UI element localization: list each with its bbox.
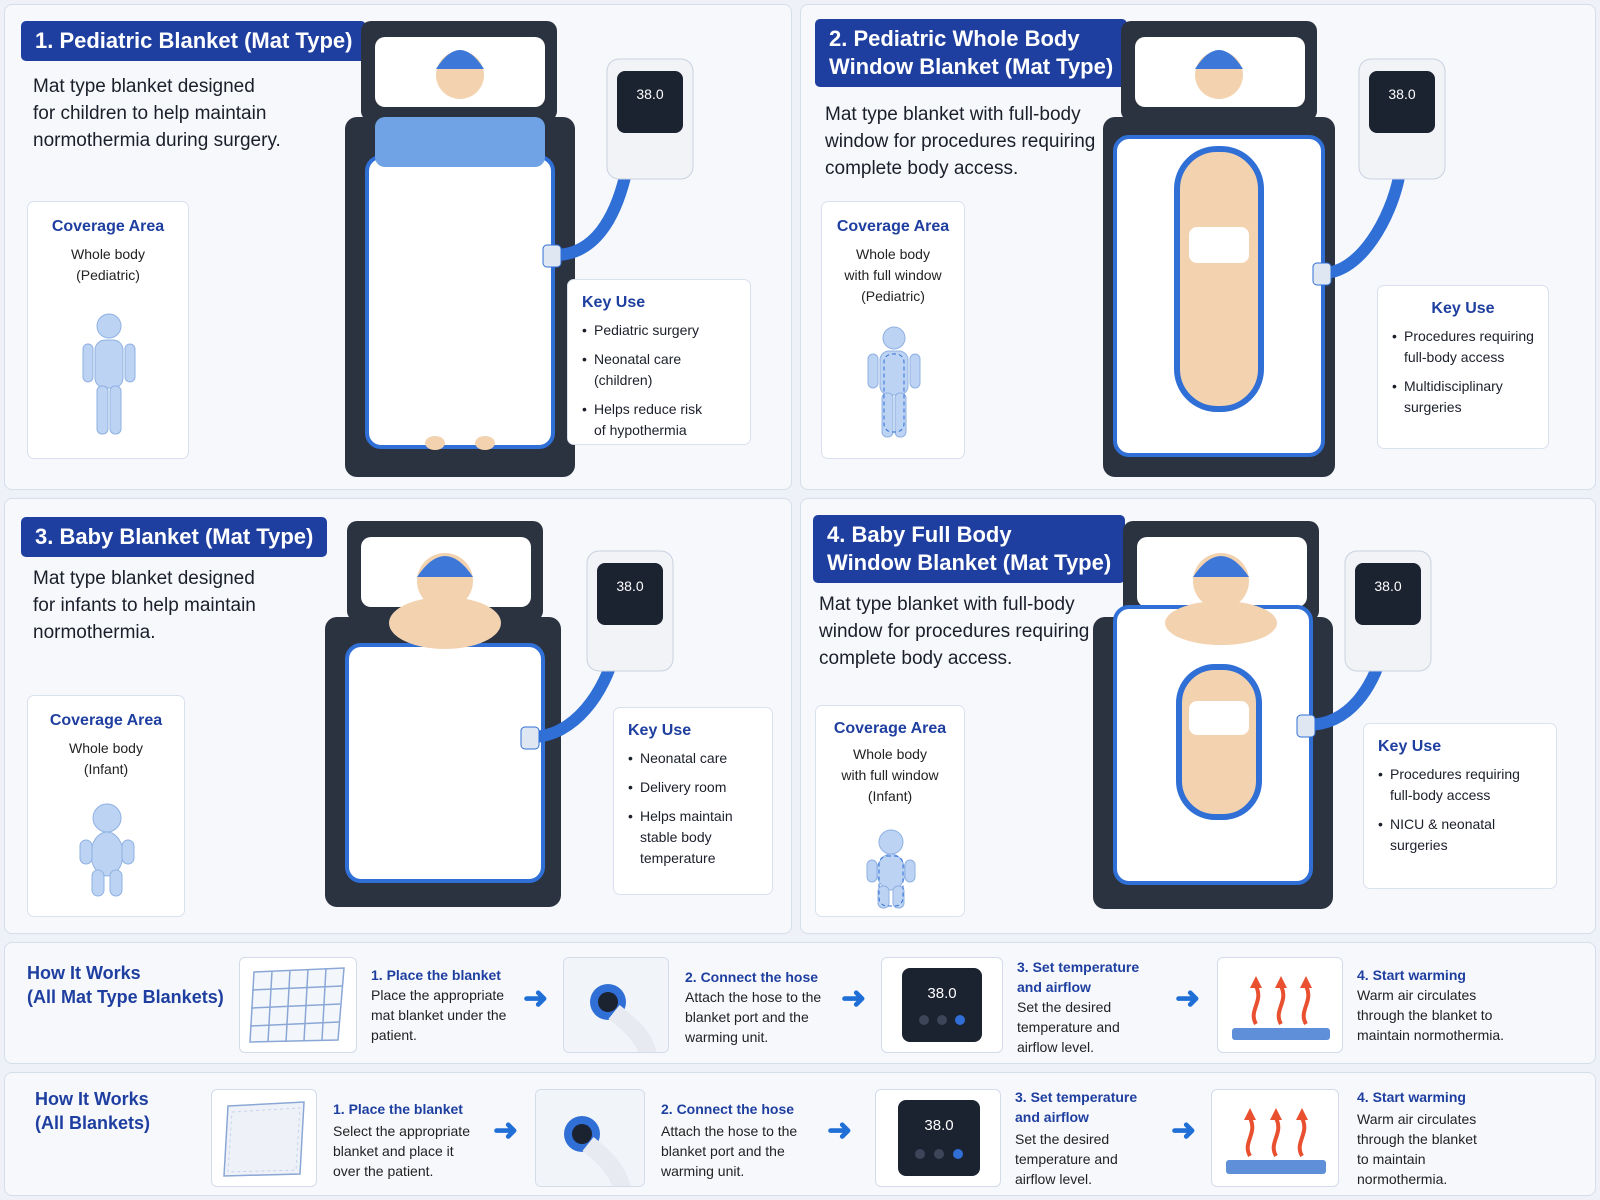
step-heading: 4. Start warming <box>1357 967 1466 983</box>
control-panel-icon: 38.0 <box>898 1100 980 1176</box>
key-use-item: Neonatal care (children) <box>582 349 736 391</box>
key-use-item: Procedures requiring full-body access <box>1378 764 1542 806</box>
arrow-right-icon: ➜ <box>523 982 549 1015</box>
key-use-item: Helps reduce risk of hypothermia <box>582 399 736 441</box>
control-temp-readout: 38.0 <box>927 985 956 1002</box>
step-heading: 2. Connect the hose <box>661 1101 795 1117</box>
step-heading: 1. Place the blanket <box>371 967 501 983</box>
warm-air-icon <box>1226 1108 1326 1174</box>
coverage-text: Whole body with full window (Pediatric) <box>844 246 942 304</box>
coverage-card: Coverage Area Whole body (Pediatric) <box>27 201 189 459</box>
arrow-right-icon: ➜ <box>493 1114 519 1147</box>
control-temp-readout: 38.0 <box>924 1117 953 1134</box>
key-use-title: Key Use <box>582 294 646 311</box>
panel-baby-window-blanket: 4. Baby Full Body Window Blanket (Mat Ty… <box>800 498 1596 934</box>
infant-window-silhouette-icon <box>866 829 916 909</box>
coverage-text: Whole body (Infant) <box>69 740 143 777</box>
step-text: Attach the hose to the blanket port and … <box>685 989 822 1045</box>
infant-mat-illustration: 38.0 <box>325 521 674 907</box>
step-heading: 2. Connect the hose <box>685 969 819 985</box>
step-thumb <box>211 1089 317 1187</box>
step-thumb: 38.0 <box>875 1089 1001 1187</box>
key-use-title: Key Use <box>1378 738 1442 755</box>
coverage-title: Coverage Area <box>836 218 950 235</box>
key-use-card: Key Use Procedures requiring full-body a… <box>1363 723 1557 889</box>
coverage-title: Coverage Area <box>51 218 165 235</box>
infant-window-mat-illustration: 38.0 <box>1093 521 1432 909</box>
key-use-title: Key Use <box>1431 300 1495 317</box>
step-thumb <box>1211 1089 1339 1187</box>
step-text: Warm air circulates through the blanket … <box>1357 1111 1477 1187</box>
coverage-card: Coverage Area Whole body (Infant) <box>27 695 185 917</box>
panel-pediatric-window-blanket: 2. Pediatric Whole Body Window Blanket (… <box>800 4 1596 490</box>
step-text: Attach the hose to the blanket port and … <box>661 1123 798 1179</box>
step-thumb: 38.0 <box>881 957 1003 1053</box>
panel-title: 1. Pediatric Blanket (Mat Type) <box>21 21 367 61</box>
coverage-title: Coverage Area <box>49 712 163 729</box>
step-heading: 4. Start warming <box>1357 1089 1466 1105</box>
child-silhouette-icon <box>82 313 136 435</box>
arrow-right-icon: ➜ <box>827 1114 853 1147</box>
blanket-icon <box>223 1101 305 1177</box>
coverage-text: Whole body with full window (Infant) <box>841 746 939 804</box>
step-text: Place the appropriate mat blanket under … <box>371 987 507 1043</box>
step-thumb <box>1217 957 1343 1053</box>
step-thumb <box>563 957 669 1053</box>
panel-description: Mat type blanket designed for children t… <box>33 76 281 151</box>
coverage-text: Whole body (Pediatric) <box>71 246 145 283</box>
step-text: Warm air circulates through the blanket … <box>1357 987 1505 1043</box>
step-text: Set the desired temperature and airflow … <box>1017 999 1120 1055</box>
infant-silhouette-icon <box>79 803 135 897</box>
step-heading: 3. Set temperature and airflow <box>1017 959 1140 995</box>
key-use-card: Key Use Pediatric surgery Neonatal care … <box>567 279 751 445</box>
key-use-item: Delivery room <box>628 777 758 798</box>
key-use-item: Helps maintain stable body temperature <box>628 806 758 869</box>
coverage-card: Coverage Area Whole body with full windo… <box>815 705 965 917</box>
key-use-item: Multidisciplinary surgeries <box>1392 376 1534 418</box>
patient-mat-illustration: 38.0 <box>345 21 694 477</box>
panel-title: 3. Baby Blanket (Mat Type) <box>21 517 328 557</box>
arrow-right-icon: ➜ <box>1171 1114 1197 1147</box>
panel-title: 4. Baby Full Body Window Blanket (Mat Ty… <box>813 515 1126 583</box>
step-heading: 1. Place the blanket <box>333 1101 463 1117</box>
step-text: Set the desired temperature and airflow … <box>1015 1131 1118 1187</box>
control-panel-icon: 38.0 <box>902 968 982 1042</box>
panel-title: 2. Pediatric Whole Body Window Blanket (… <box>815 19 1128 87</box>
key-use-card: Key Use Procedures requiring full-body a… <box>1377 285 1549 449</box>
arrow-right-icon: ➜ <box>1175 982 1201 1015</box>
warm-air-icon <box>1232 976 1330 1040</box>
step-thumb <box>239 957 357 1053</box>
how-it-works-mat-panel: How It Works (All Mat Type Blankets) 1. … <box>4 942 1596 1064</box>
step-heading: 3. Set temperature and airflow <box>1015 1089 1138 1125</box>
child-window-silhouette-icon <box>867 326 921 438</box>
key-use-item: Pediatric surgery <box>582 320 736 341</box>
key-use-item: NICU & neonatal surgeries <box>1378 814 1542 856</box>
panel-pediatric-blanket: 1. Pediatric Blanket (Mat Type) Mat type… <box>4 4 792 490</box>
key-use-item: Neonatal care <box>628 748 758 769</box>
panel-description: Mat type blanket with full-body window f… <box>819 594 1090 669</box>
key-use-title: Key Use <box>628 722 692 739</box>
how-it-works-all-panel: How It Works (All Blankets) 1. Place the… <box>4 1072 1596 1196</box>
panel-description: Mat type blanket designed for infants to… <box>33 568 256 643</box>
device-temp-readout: 38.0 <box>1388 86 1415 102</box>
device-temp-readout: 38.0 <box>1374 578 1401 594</box>
hose-port-icon <box>536 1090 644 1186</box>
panel-baby-blanket: 3. Baby Blanket (Mat Type) Mat type blan… <box>4 498 792 934</box>
blanket-grid-icon <box>249 967 345 1043</box>
arrow-right-icon: ➜ <box>841 982 867 1015</box>
key-use-item: Procedures requiring full-body access <box>1392 326 1534 368</box>
coverage-card: Coverage Area Whole body with full windo… <box>821 201 965 459</box>
coverage-title: Coverage Area <box>833 720 947 737</box>
step-text: Select the appropriate blanket and place… <box>333 1123 470 1179</box>
patient-window-mat-illustration: 38.0 <box>1103 21 1446 477</box>
how-it-works-title: How It Works (All Mat Type Blankets) <box>27 963 224 1007</box>
hose-port-icon <box>564 958 668 1052</box>
how-it-works-title: How It Works (All Blankets) <box>35 1089 151 1133</box>
panel-description: Mat type blanket with full-body window f… <box>825 104 1096 179</box>
device-temp-readout: 38.0 <box>636 86 663 102</box>
step-thumb <box>535 1089 645 1187</box>
key-use-card: Key Use Neonatal care Delivery room Help… <box>613 707 773 895</box>
device-temp-readout: 38.0 <box>616 578 643 594</box>
